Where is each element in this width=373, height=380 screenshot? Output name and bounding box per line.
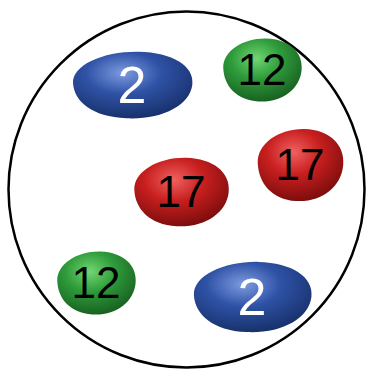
chromosome-blob: 17 (252, 125, 348, 205)
blob-fill (134, 158, 229, 227)
chromosome-number: 17 (276, 143, 325, 187)
chromosome-blob: 12 (52, 248, 140, 318)
chromosome-blob: 12 (218, 35, 306, 105)
chromosome-number: 12 (72, 261, 121, 305)
chromosome-blob: 2 (186, 258, 318, 336)
chromosome-blob: 2 (65, 48, 199, 122)
cell-membrane (9, 12, 365, 368)
chromosome-number: 17 (157, 170, 206, 214)
blob-fill (73, 52, 193, 119)
blob-fill (223, 38, 301, 101)
blob-fill (258, 129, 344, 201)
blob-fill (194, 262, 312, 332)
chromosome-number: 12 (238, 48, 287, 92)
chromosome-blob: 17 (128, 154, 234, 230)
blob-fill (57, 251, 135, 314)
chromosome-number: 2 (118, 59, 147, 111)
chromosome-number: 2 (238, 271, 267, 323)
